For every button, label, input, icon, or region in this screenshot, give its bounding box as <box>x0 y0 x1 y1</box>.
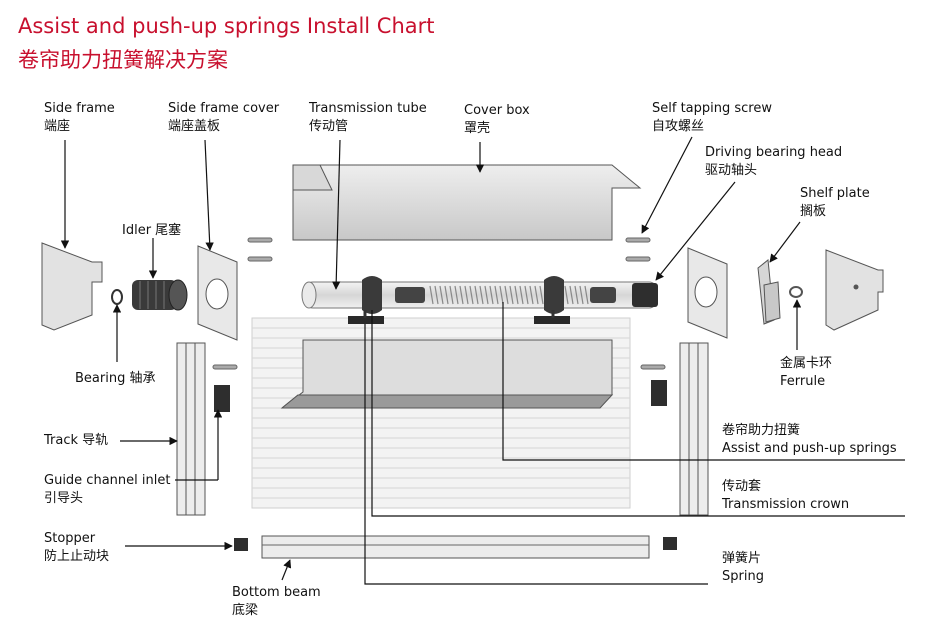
stopper-right-part <box>663 537 677 550</box>
shelf-plate-part <box>757 259 781 325</box>
right-side-frame-cover-part <box>687 247 728 339</box>
bearing-part <box>111 289 123 305</box>
guide-channel-inlet-right <box>651 380 667 406</box>
right-track-part <box>679 342 709 516</box>
left-track-part <box>176 342 206 516</box>
right-side-frame-part <box>825 249 884 331</box>
left-side-frame-cover-part <box>197 245 238 341</box>
bottom-cover-part <box>280 339 614 409</box>
title-english: Assist and push-up springs Install Chart <box>18 14 435 38</box>
guide-channel-inlet-left <box>214 385 230 412</box>
idler-part <box>132 279 188 311</box>
stopper-left-part <box>234 538 248 551</box>
left-side-frame-part <box>41 242 103 331</box>
screws <box>212 237 666 370</box>
title-chinese: 卷帘助力扭簧解决方案 <box>18 48 228 72</box>
label-bearing: Bearing 轴承 <box>75 371 156 386</box>
cover-box-part <box>292 164 642 241</box>
driving-bearing-head-part <box>632 283 658 307</box>
transmission-tube-part <box>301 276 658 324</box>
leader-lines <box>60 136 905 585</box>
label-track: Track 导轨 <box>44 433 109 448</box>
label-idler: Idler 尾塞 <box>122 223 182 238</box>
bottom-beam-part <box>261 535 650 559</box>
ferrule-part <box>789 286 803 298</box>
